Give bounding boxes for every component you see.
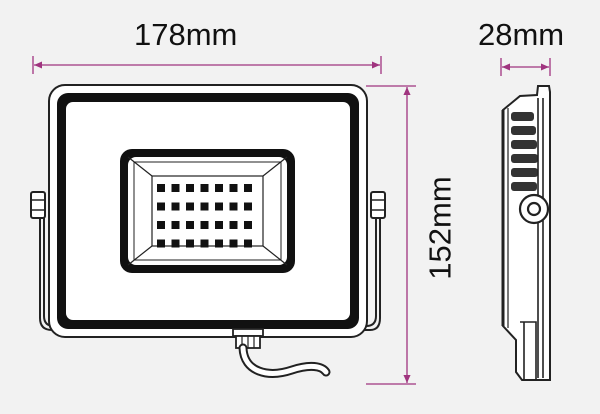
led-chip: [229, 184, 238, 192]
led-chip: [186, 184, 194, 192]
led-chip: [186, 202, 194, 211]
led-chip: [157, 202, 165, 211]
led-chip: [200, 202, 209, 211]
front-view: [30, 56, 416, 385]
led-chip: [157, 239, 165, 248]
height-dimension: [366, 85, 416, 385]
led-chip: [215, 202, 223, 211]
led-chip: [186, 221, 194, 229]
led-chip: [200, 184, 209, 192]
led-module: [120, 149, 295, 273]
cable-gland: [232, 328, 264, 349]
led-chip: [157, 221, 165, 229]
led-chip: [229, 221, 238, 229]
depth-label: 28mm: [478, 17, 565, 52]
led-chip: [215, 239, 223, 248]
led-chip: [215, 221, 223, 229]
side-view: [500, 58, 551, 381]
led-chip: [171, 239, 180, 248]
side-cable-stub: [520, 321, 537, 380]
width-label: 178mm: [134, 17, 238, 52]
led-chip: [171, 221, 180, 229]
led-chip: [157, 184, 165, 192]
led-chip: [244, 239, 252, 248]
led-chip: [244, 221, 252, 229]
led-grid: [157, 184, 252, 248]
height-label: 152mm: [422, 176, 458, 280]
led-chip: [186, 239, 194, 248]
cooling-fins: [511, 112, 538, 191]
led-chip: [215, 184, 223, 192]
led-chip: [200, 221, 209, 229]
side-bracket-arm: [537, 98, 544, 378]
led-chip: [244, 184, 252, 192]
right-bracket-bolt: [370, 191, 386, 219]
led-chip: [200, 239, 209, 248]
width-dimension: [32, 56, 382, 74]
led-chip: [229, 202, 238, 211]
pivot-knob: [518, 193, 550, 225]
left-bracket-bolt: [30, 191, 46, 219]
led-chip: [229, 239, 238, 248]
led-chip: [244, 202, 252, 211]
led-chip: [171, 184, 180, 192]
depth-dimension: [500, 58, 551, 76]
led-chip: [171, 202, 180, 211]
